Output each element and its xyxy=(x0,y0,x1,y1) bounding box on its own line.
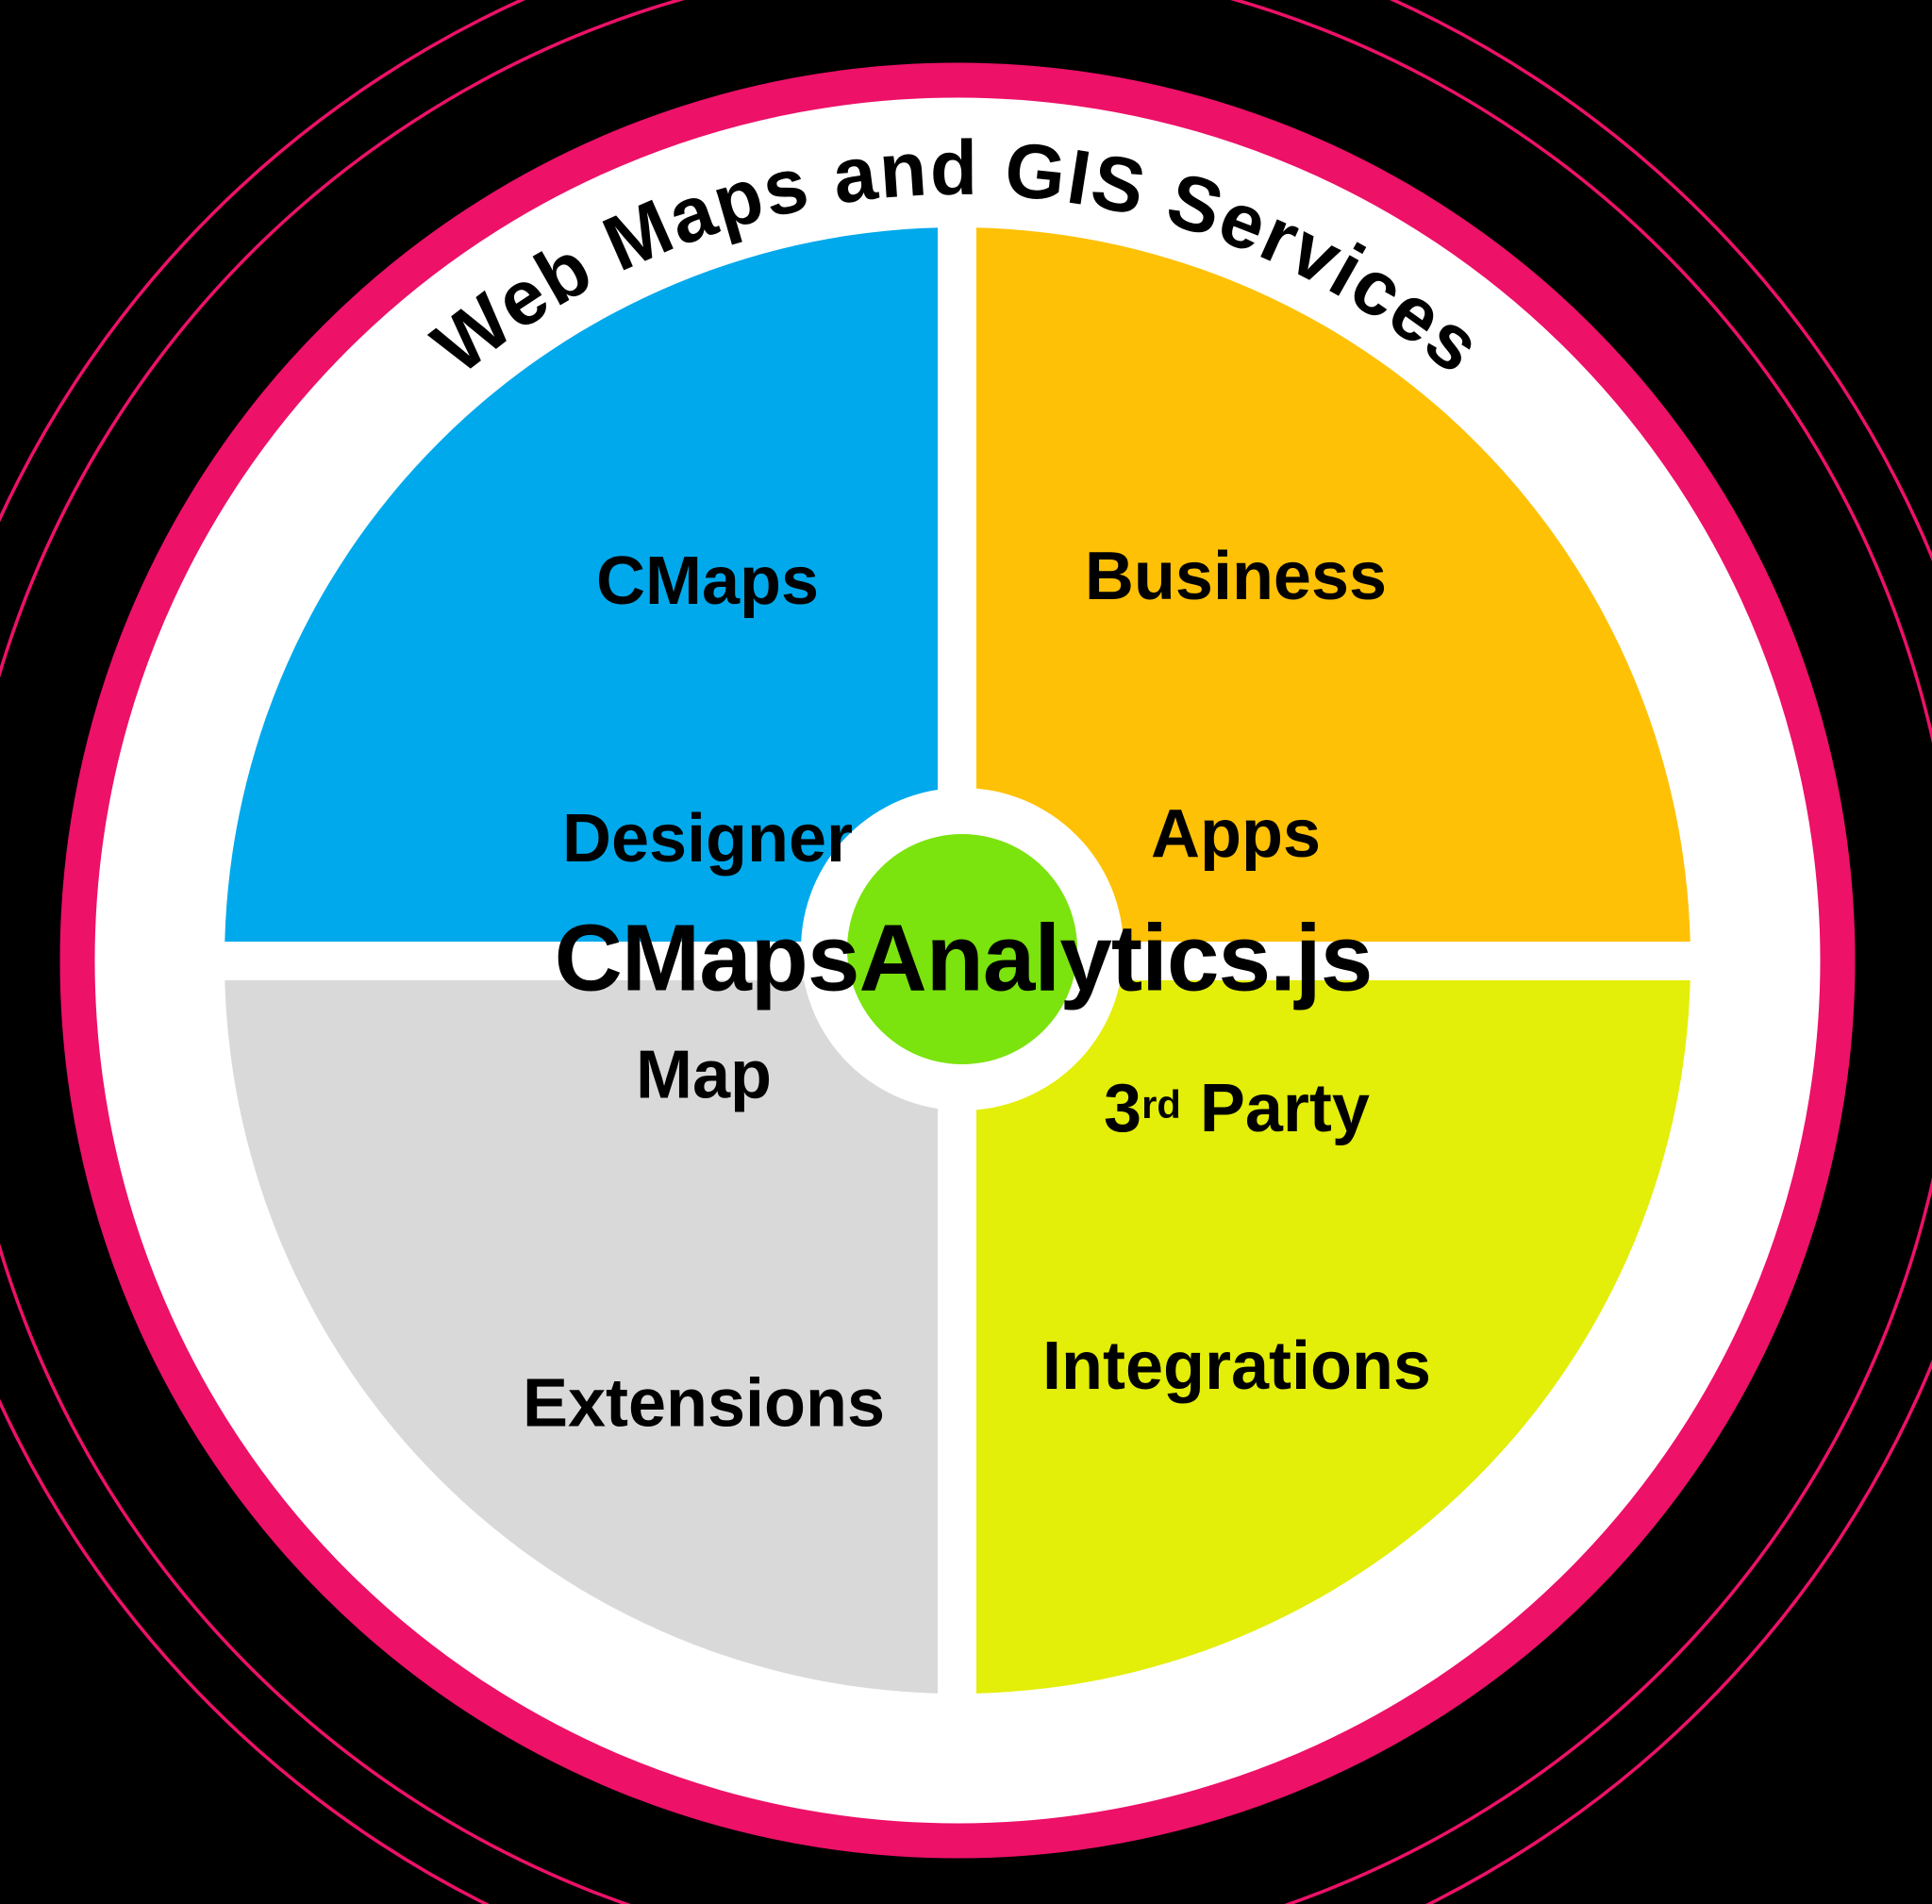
label-third-party-integrations: 3rd Party Integrations xyxy=(1042,895,1431,1580)
label-map-extensions: Map Extensions xyxy=(523,802,885,1677)
label-map-extensions-line2: Extensions xyxy=(522,1364,886,1441)
label-cmaps-designer-line2: Designer xyxy=(561,800,854,877)
label-cmaps-designer: CMaps Designer xyxy=(562,368,853,1053)
label-third-party-line1: 3rd Party xyxy=(1042,1067,1431,1153)
label-business-apps-line1: Business xyxy=(1084,539,1388,615)
hub-green-circle xyxy=(847,834,1077,1064)
quadrant-cmaps-designer xyxy=(225,227,958,960)
third-party-word: Party xyxy=(1180,1071,1370,1147)
label-business-apps: Business Apps xyxy=(1085,363,1387,1048)
label-business-apps-line2: Apps xyxy=(1150,795,1321,872)
quadrant-map-extensions xyxy=(225,960,958,1694)
label-third-party-line2: Integrations xyxy=(1041,1328,1432,1404)
quadrant-business-apps xyxy=(958,227,1690,960)
label-cmaps-designer-line1: CMaps xyxy=(595,543,820,620)
center-title: CMapsAnalytics.js xyxy=(554,905,1374,1011)
quadrant-third-party-integrations xyxy=(958,960,1690,1694)
third-party-number: 3 xyxy=(1104,1071,1142,1147)
third-party-ordinal-superscript: rd xyxy=(1141,1081,1181,1127)
label-map-extensions-line1: Map xyxy=(636,1037,772,1113)
